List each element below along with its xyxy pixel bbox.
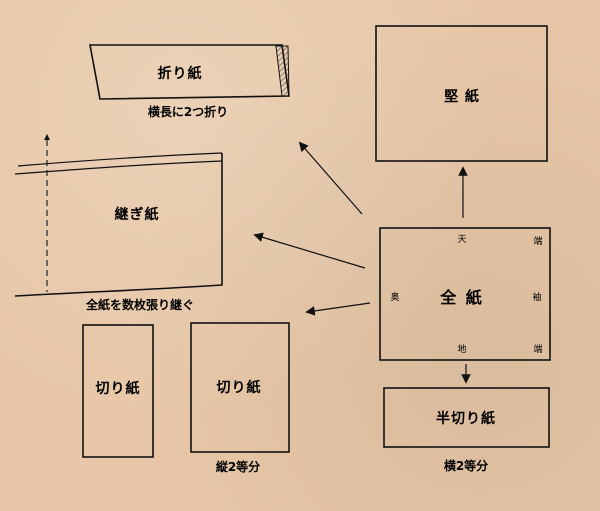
zenshi-ten: 天 <box>457 235 466 245</box>
tsugi-gami-label: 継ぎ紙 <box>115 206 160 223</box>
tsugi-gami-seam-tick <box>44 134 50 140</box>
kenshi-box <box>375 25 548 162</box>
tsugi-gami-outline <box>14 153 223 297</box>
kenshi-group: 堅 紙 <box>375 25 548 162</box>
ori-gami-caption: 横長に2つ折り <box>148 104 228 119</box>
kiri-gami-right-box <box>190 322 290 453</box>
ori-gami-fold-hatch <box>275 45 290 97</box>
tsugi-gami-edge-mid <box>14 160 223 175</box>
tsugi-gami-edge-top <box>17 152 223 167</box>
zenshi-oku: 奥 <box>390 291 399 303</box>
arrow-to-kiri-gami <box>305 302 371 316</box>
zenshi-hashi-top: 端 <box>533 235 542 247</box>
zenshi-chi: 地 <box>457 343 466 355</box>
arrow-to-tsugi-gami <box>253 232 366 269</box>
han-kiri-gami-box <box>383 387 550 448</box>
han-kiri-gami-caption: 横2等分 <box>444 458 488 473</box>
ori-gami-label: 折り紙 <box>158 65 203 82</box>
ori-gami-group: 折り紙 横長に2つ折り <box>89 44 290 119</box>
zenshi-label: 全 紙 <box>439 288 484 307</box>
kenshi-label: 堅 紙 <box>444 88 480 105</box>
tsugi-gami-group: 継ぎ紙 全紙を数枚張り継ぐ <box>14 134 223 312</box>
kiri-gami-left-box <box>82 324 154 458</box>
han-kiri-gami-group: 半切り紙 横2等分 <box>383 387 550 473</box>
han-kiri-gami-label: 半切り紙 <box>436 410 496 427</box>
zenshi-sode: 袖 <box>532 291 541 303</box>
tsugi-gami-caption: 全紙を数枚張り継ぐ <box>85 297 194 312</box>
arrow-to-ori-gami <box>298 141 363 215</box>
zenshi-box <box>379 227 551 361</box>
kiri-gami-right-label: 切り紙 <box>217 379 262 396</box>
zenshi-group: 全 紙 天 地 奥 袖 端 端 <box>379 227 551 361</box>
kiri-gami-left-group: 切り紙 <box>82 324 154 458</box>
zenshi-hashi-bottom: 端 <box>533 343 542 355</box>
kiri-gami-right-group: 切り紙 <box>190 322 290 453</box>
tate-caption: 縦2等分 <box>216 459 260 474</box>
kiri-gami-left-label: 切り紙 <box>96 380 141 397</box>
